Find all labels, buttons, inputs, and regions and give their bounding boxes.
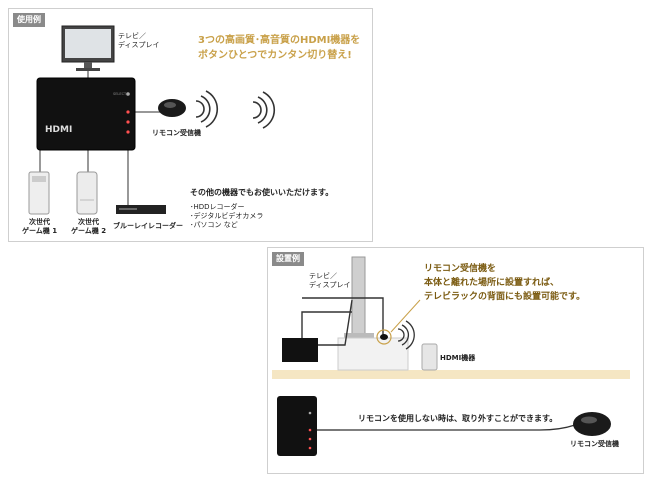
other-devices-title: その他の機器でもお使いいただけます。 bbox=[190, 188, 334, 197]
tv-icon bbox=[61, 25, 115, 71]
console1-label: 次世代 ゲーム機 1 bbox=[22, 218, 58, 235]
detach-note: リモコンを使用しない時は、取り外すことができます。 bbox=[358, 414, 558, 423]
hdmi-switch-small bbox=[282, 338, 318, 362]
hdmi-device-label: HDMI機器 bbox=[440, 354, 476, 362]
hdmi-switch-device: HDMI SELECT bbox=[36, 77, 136, 151]
receiver-small-icon bbox=[380, 334, 388, 340]
tv-side-icon bbox=[344, 256, 374, 338]
bluray-recorder-icon bbox=[116, 205, 166, 214]
receiver-label: リモコン受信機 bbox=[152, 129, 201, 137]
hdmi-device-icon bbox=[421, 343, 438, 371]
receiver-highlight-circle bbox=[376, 329, 392, 345]
signal-wave-icon-2 bbox=[397, 320, 415, 350]
cable-lines bbox=[39, 71, 160, 205]
device-select-label: SELECT bbox=[113, 92, 127, 96]
installation-example-tag: 設置例 bbox=[272, 252, 304, 266]
tv-rack bbox=[337, 337, 409, 371]
tv-label: テレビ／ ディスプレイ bbox=[118, 32, 160, 49]
usage-example-tag: 使用例 bbox=[13, 13, 45, 27]
receiver-label-2: リモコン受信機 bbox=[570, 440, 619, 448]
bluray-label: ブルーレイレコーダー bbox=[113, 222, 183, 230]
hdmi-switch-large bbox=[277, 396, 317, 456]
floor-strip bbox=[272, 370, 630, 379]
installation-example-panel: 設置例 bbox=[267, 247, 644, 474]
tv-label-2: テレビ／ ディスプレイ bbox=[309, 272, 351, 289]
other-devices-list: ･HDDレコーダー ･デジタルビデオカメラ ･パソコン など bbox=[190, 203, 264, 229]
remote-receiver-icon-2 bbox=[573, 412, 611, 436]
console2-label: 次世代 ゲーム機 2 bbox=[71, 218, 107, 235]
callout-line bbox=[390, 299, 421, 333]
remote-receiver-icon bbox=[158, 99, 186, 117]
device-logo: HDMI bbox=[45, 125, 72, 135]
receiver-cable bbox=[340, 424, 576, 431]
receiver-placement-note: リモコン受信機を 本体と離れた場所に設置すれば、 テレビラックの背面にも設置可能… bbox=[424, 264, 586, 302]
game-console-2-icon bbox=[76, 171, 98, 215]
signal-wave-icon bbox=[195, 90, 276, 129]
headline: 3つの高画質･高音質のHDMI機器を ボタンひとつでカンタン切り替え! bbox=[198, 35, 361, 61]
game-console-1-icon bbox=[28, 171, 50, 215]
